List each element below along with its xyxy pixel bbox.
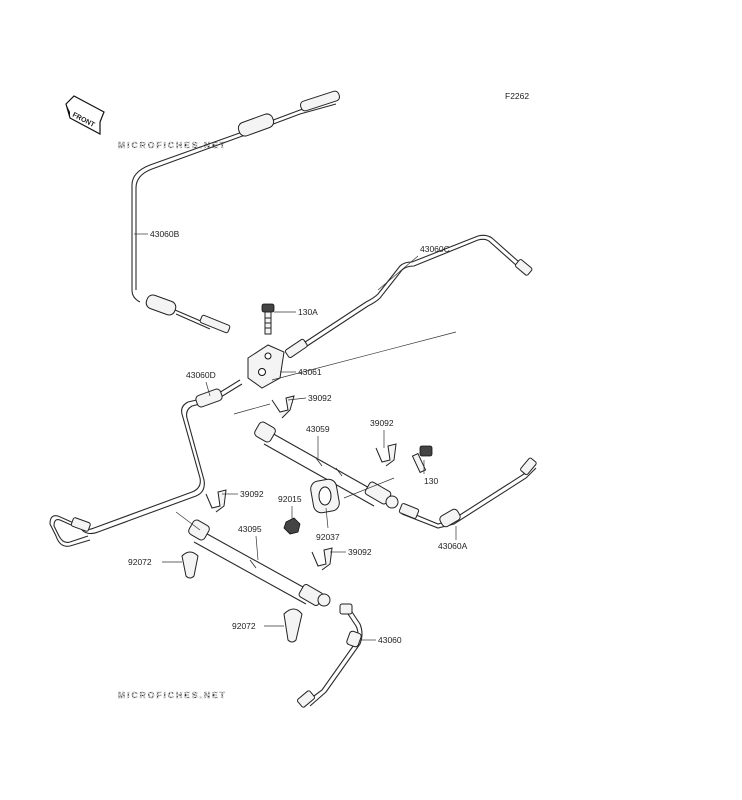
callout-39092-d: 39092 (348, 547, 372, 557)
bolt-130 (411, 445, 433, 474)
callout-39092-b: 39092 (370, 418, 394, 428)
callout-130A: 130A (298, 307, 318, 317)
callout-43060C: 43060C (420, 244, 450, 254)
callout-43060D: 43060D (186, 370, 216, 380)
callout-43060B: 43060B (150, 229, 180, 239)
clamp-92072-a (181, 551, 199, 579)
clamp-92037 (310, 478, 340, 514)
pipe-43060D (49, 379, 243, 547)
callout-39092-a: 39092 (308, 393, 332, 403)
callout-92072-a: 92072 (128, 557, 152, 567)
watermark-top: MICROFICHES.NET (118, 140, 227, 150)
pipe-43060B (131, 90, 341, 334)
clamp-92072-b (283, 608, 303, 643)
hose-43095 (188, 519, 331, 607)
callout-39092-c: 39092 (240, 489, 264, 499)
pipe-43060 (296, 603, 363, 708)
hose-43059 (254, 421, 399, 509)
callout-92072-b: 92072 (232, 621, 256, 631)
watermark-bottom: MICROFICHES.NET (118, 690, 227, 700)
junction-block-43061 (247, 344, 285, 389)
clip-39092-b (375, 443, 397, 467)
pipe-43060A (398, 457, 537, 529)
pipe-43060C (284, 234, 533, 359)
callout-43095: 43095 (238, 524, 262, 534)
clip-39092-d (311, 547, 333, 571)
callout-43060: 43060 (378, 635, 402, 645)
front-arrow-icon: FRONT (65, 95, 105, 135)
clip-39092-c (205, 489, 227, 513)
clip-39092-a (271, 395, 295, 419)
figure-code: F2262 (505, 91, 529, 101)
nut-92015 (283, 517, 301, 535)
callout-43059: 43059 (306, 424, 330, 434)
callout-43061: 43061 (298, 367, 322, 377)
callout-43060A: 43060A (438, 541, 468, 551)
callout-92015: 92015 (278, 494, 302, 504)
callout-92037: 92037 (316, 532, 340, 542)
bolt-130A (261, 303, 275, 335)
callout-130: 130 (424, 476, 438, 486)
